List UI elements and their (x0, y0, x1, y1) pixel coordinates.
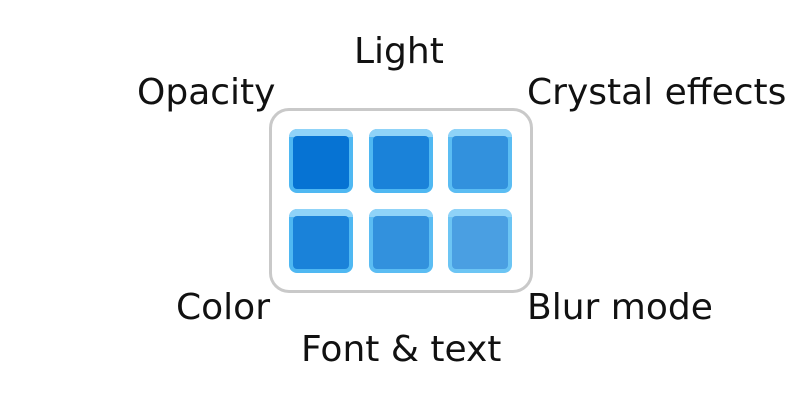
label-color: Color (176, 287, 270, 328)
tile-face (452, 216, 508, 269)
tile-cap (289, 209, 353, 217)
tile-4[interactable] (289, 209, 353, 273)
tile-1[interactable] (289, 129, 353, 193)
tile-3[interactable] (448, 129, 512, 193)
tile-cap (369, 209, 433, 217)
tile-cap (369, 129, 433, 137)
tile-cap (289, 129, 353, 137)
tile-face (373, 136, 429, 189)
tile-grid-panel (269, 108, 533, 293)
tile-face (373, 216, 429, 269)
label-light: Light (354, 31, 444, 72)
tile-cap (448, 209, 512, 217)
label-font-and-text: Font & text (301, 329, 502, 370)
tile-face (293, 216, 349, 269)
tile-face (452, 136, 508, 189)
tile-cap (448, 129, 512, 137)
label-opacity: Opacity (137, 72, 276, 113)
tile-6[interactable] (448, 209, 512, 273)
tile-face (293, 136, 349, 189)
tile-5[interactable] (369, 209, 433, 273)
label-blur-mode: Blur mode (527, 287, 713, 328)
label-crystal-effects: Crystal effects (527, 72, 787, 113)
tile-2[interactable] (369, 129, 433, 193)
